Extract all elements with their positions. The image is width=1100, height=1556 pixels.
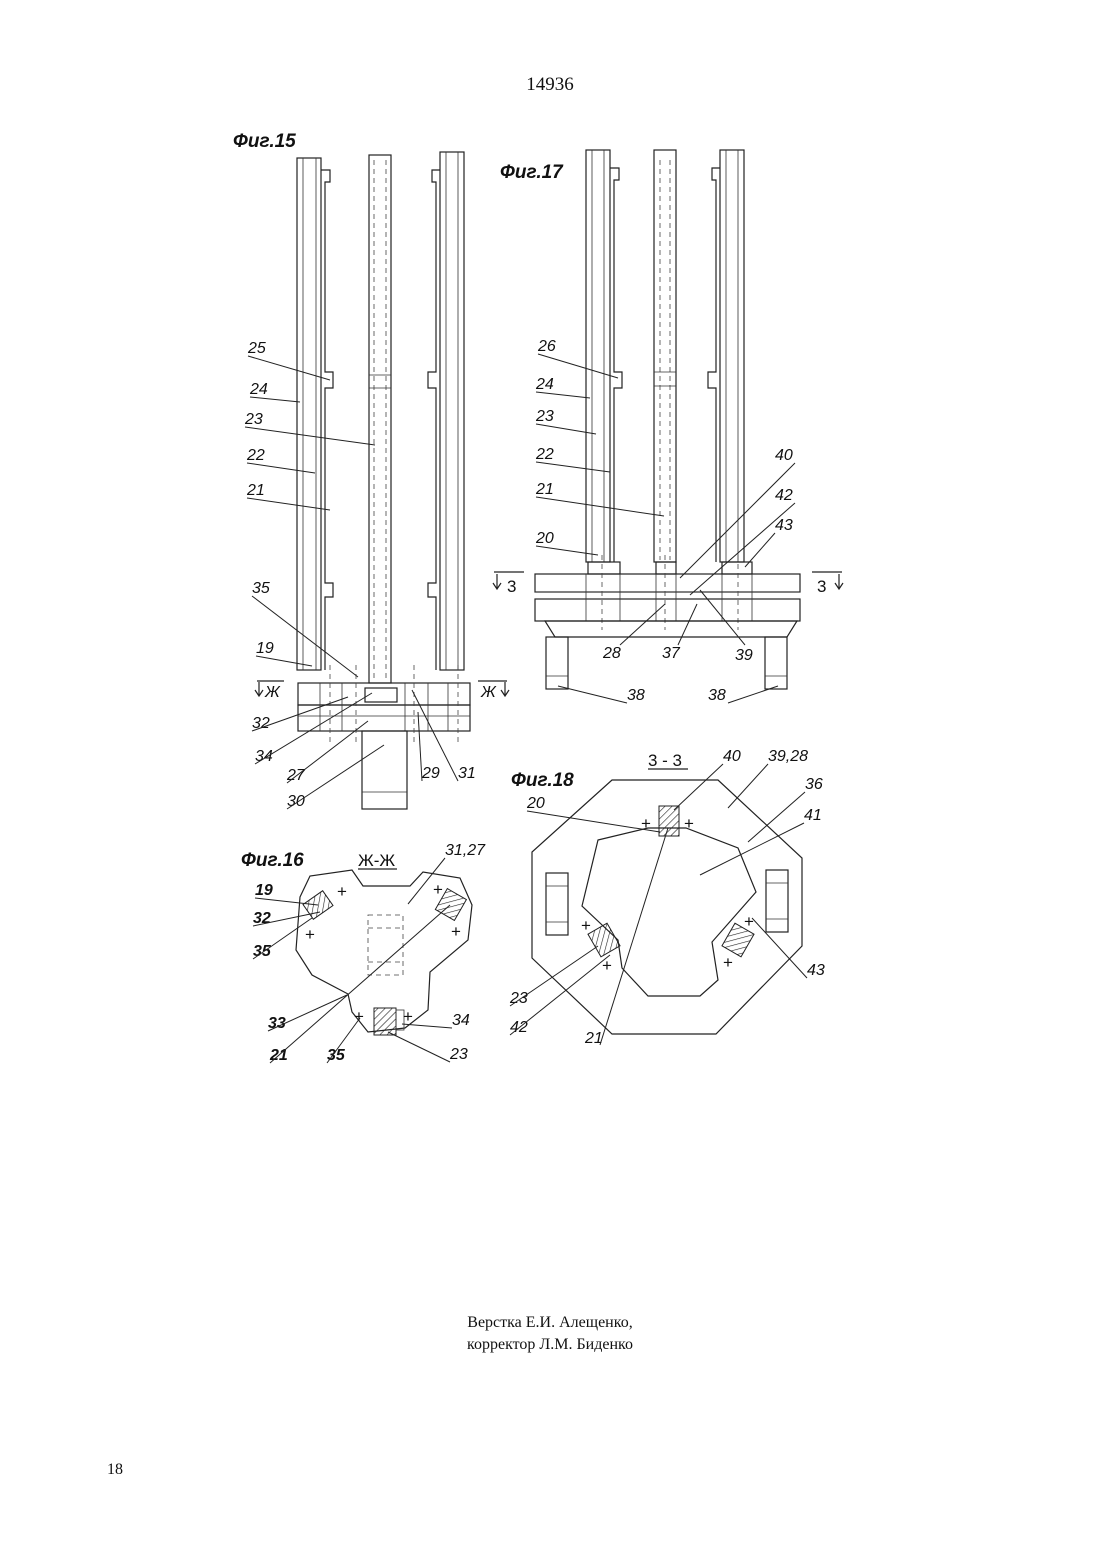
fig18-label-39-28: 39,28 <box>768 748 808 765</box>
figure-16: Фиг.16 Ж-Ж + + + + + + 31,27 19 32 35 33… <box>241 842 486 1064</box>
fig16-label-19: 19 <box>255 882 273 899</box>
fig17-label-42: 42 <box>775 487 793 504</box>
fig15-label-22: 22 <box>246 447 265 464</box>
fig17-label-28: 28 <box>602 645 621 662</box>
footer-credits: Верстка Е.И. Алещенко, корректор Л.М. Би… <box>0 1312 1100 1356</box>
fig15-label-32: 32 <box>252 715 270 732</box>
fig17-title: Фиг.17 <box>500 162 564 183</box>
fig18-label-43: 43 <box>807 962 825 979</box>
svg-text:+: + <box>337 882 347 901</box>
fig15-label-24: 24 <box>249 381 268 398</box>
fig18-label-36: 36 <box>805 776 823 793</box>
svg-text:+: + <box>684 814 694 833</box>
fig16-section: Ж-Ж <box>358 851 395 870</box>
fig15-label-35: 35 <box>252 580 270 597</box>
fig15-label-23: 23 <box>244 411 263 428</box>
fig15-label-31: 31 <box>458 765 476 782</box>
fig15-label-19: 19 <box>256 640 274 657</box>
fig17-label-23: 23 <box>535 408 554 425</box>
svg-text:+: + <box>723 953 733 972</box>
svg-text:+: + <box>403 1007 413 1026</box>
fig16-label-23: 23 <box>449 1046 468 1063</box>
svg-text:+: + <box>581 916 591 935</box>
fig18-label-41: 41 <box>804 807 822 824</box>
fig18-label-40: 40 <box>723 748 741 765</box>
fig17-label-21: 21 <box>535 481 554 498</box>
page-number: 18 <box>107 1461 123 1479</box>
footer-line-2: корректор Л.М. Биденко <box>0 1334 1100 1356</box>
fig17-label-43: 43 <box>775 517 793 534</box>
fig15-section-left: Ж <box>264 684 281 701</box>
fig15-label-25: 25 <box>247 340 266 357</box>
fig17-label-39: 39 <box>735 647 753 664</box>
svg-text:+: + <box>354 1007 364 1026</box>
fig17-label-22: 22 <box>535 446 554 463</box>
fig17-label-20: 20 <box>535 530 554 547</box>
fig17-label-24: 24 <box>535 376 554 393</box>
fig17-label-38b: 38 <box>708 687 726 704</box>
fig17-label-38a: 38 <box>627 687 645 704</box>
svg-text:+: + <box>305 925 315 944</box>
svg-text:+: + <box>602 956 612 975</box>
fig15-title: Фиг.15 <box>233 131 296 152</box>
figure-17: Фиг.17 <box>493 150 843 704</box>
figure-15: Фиг.15 Ж <box>233 131 509 810</box>
fig18-section: 3 - 3 <box>648 751 682 770</box>
svg-text:+: + <box>744 912 754 931</box>
fig17-label-26: 26 <box>537 338 556 355</box>
fig17-section-right: 3 <box>817 577 826 596</box>
fig17-label-37: 37 <box>662 645 681 662</box>
fig16-label-34: 34 <box>452 1012 470 1029</box>
footer-line-1: Верстка Е.И. Алещенко, <box>0 1312 1100 1334</box>
fig16-title: Фиг.16 <box>241 850 304 871</box>
fig17-section-left: 3 <box>507 577 516 596</box>
fig15-section-right: Ж <box>480 684 497 701</box>
fig16-label-31-27: 31,27 <box>445 842 486 859</box>
fig17-label-40: 40 <box>775 447 793 464</box>
fig18-title: Фиг.18 <box>511 770 574 791</box>
fig15-label-21: 21 <box>246 482 265 499</box>
fig15-label-29: 29 <box>421 765 440 782</box>
svg-text:+: + <box>451 922 461 941</box>
figure-18: Фиг.18 3 - 3 + + + + + + 40 39,28 36 <box>509 748 825 1047</box>
svg-text:+: + <box>433 880 443 899</box>
fig18-label-20: 20 <box>526 795 545 812</box>
